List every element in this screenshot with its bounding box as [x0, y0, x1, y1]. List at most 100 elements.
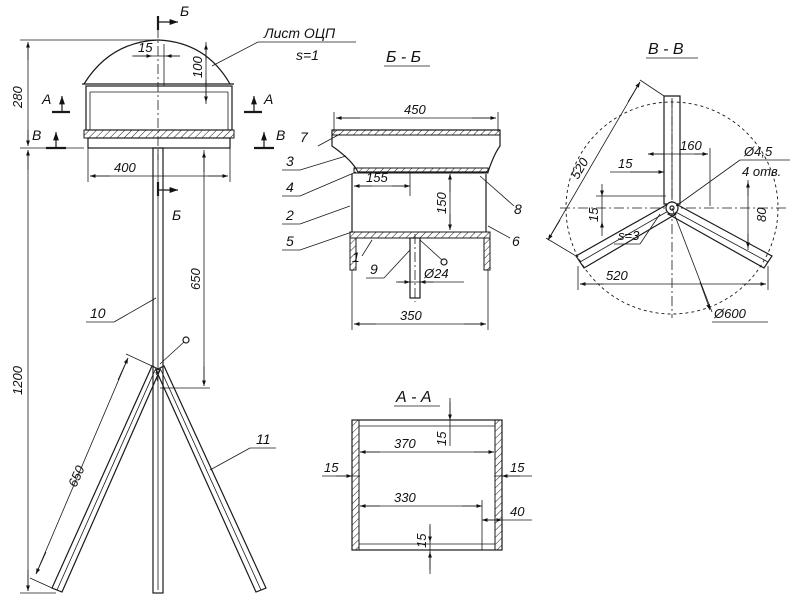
aa-left-wall [351, 419, 360, 551]
section-b-label-top: Б [180, 3, 189, 19]
dim-aa15b-text: 15 [414, 533, 429, 548]
part-4-label: 4 [286, 179, 294, 195]
material-label: Лист ОЦП [263, 25, 336, 41]
section-aa: А - А 370 15 15 15 330 40 [322, 389, 532, 574]
vv-thickness-leader [639, 213, 661, 245]
part-8-label: 8 [514, 201, 522, 217]
dim-520-top-ext-l [545, 237, 577, 257]
dim-d45-leader [675, 159, 741, 207]
dim-650-leg-line [35, 357, 129, 575]
dim-280-text: 280 [10, 86, 25, 109]
dim-160-text: 160 [680, 138, 702, 153]
bb-bolt-icon [440, 258, 448, 266]
part-10-label: 10 [90, 305, 106, 321]
section-b-label-bottom: Б [172, 207, 181, 223]
dim-100-text: 100 [190, 56, 205, 78]
dim-aa15t-text: 15 [434, 431, 449, 446]
dim-40-text: 40 [510, 504, 525, 519]
aa-right-wall [494, 419, 503, 551]
dim-520-top-arrow-l [547, 219, 561, 241]
part-8-leader [479, 175, 515, 207]
dim-aa15l-text: 15 [324, 460, 339, 475]
part-9-leader [383, 249, 411, 279]
dim-650-leg-text: 650 [65, 463, 88, 490]
pole [152, 147, 164, 594]
dim-d600-leader [671, 207, 713, 313]
dim-650-leg-arrow-b [35, 551, 47, 575]
section-a-label-right: А [263, 91, 273, 107]
dim-520-top-arrow-r [627, 81, 641, 103]
part-6-label: 6 [512, 233, 520, 249]
section-a-label-left: А [41, 91, 51, 107]
part-10-leader [113, 297, 157, 323]
section-bb: Б - Б 450 155 150 [282, 49, 522, 330]
section-v-label-left: В [32, 127, 41, 143]
dim-15-text: 15 [138, 40, 153, 55]
part-5-leader [299, 231, 353, 251]
bb-lower-left-side [349, 237, 357, 271]
dim-520-top-text: 520 [568, 155, 592, 182]
part-1-leader [361, 239, 373, 257]
dim-1200-text: 1200 [10, 365, 25, 395]
bb-bolt-line [419, 239, 443, 261]
tray-base [87, 137, 231, 149]
section-bb-title: Б - Б [386, 49, 421, 66]
dim-330-text: 330 [394, 490, 416, 505]
bolt-line [159, 341, 185, 365]
main-view: Б Б А А В В Лист ОЦП s=1 15 100 [10, 3, 356, 594]
bb-upper-tray [331, 129, 501, 173]
dim-650-leg-ext-top [125, 353, 153, 367]
part-2-leader [299, 205, 351, 225]
leg-right-inner [159, 367, 262, 591]
vv-thickness-text: s=3 [618, 228, 640, 243]
part-11-leader [209, 447, 251, 471]
dim-450-text: 450 [404, 102, 426, 117]
bb-upper-tray-bottom [353, 167, 489, 174]
dim-holes-text: 4 отв. [742, 164, 781, 179]
section-v-label-right: В [276, 127, 285, 143]
dim-650-text: 650 [188, 268, 203, 290]
dim-155-text: 155 [366, 170, 388, 185]
leg-left-dashed [155, 371, 159, 385]
part-5-label: 5 [286, 233, 294, 249]
dim-150-text: 150 [434, 192, 449, 214]
dim-370-text: 370 [394, 436, 416, 451]
bb-lower-floor [349, 231, 491, 239]
vv-arm-left-inner [579, 209, 671, 263]
dim-d600-arrow [699, 281, 711, 311]
part-2-label: 2 [285, 207, 294, 223]
dim-520-top-line [547, 81, 641, 241]
vv-arm-right-inner [671, 209, 769, 263]
part-7-label: 7 [300, 129, 309, 145]
section-aa-title: А - А [395, 389, 432, 406]
leg-left-inner [56, 367, 157, 591]
dim-aa15r-text: 15 [510, 460, 525, 475]
bolt-icon [182, 336, 190, 344]
dim-650-leg-arrow-t [117, 357, 129, 381]
roof-dome [83, 39, 231, 85]
part-9-label: 9 [370, 261, 378, 277]
bb-upper-tray-rim [331, 129, 501, 136]
dim-650-leg-ext-bottom [29, 577, 53, 589]
material-thickness: s=1 [296, 47, 319, 63]
dim-d600-text: Ø600 [713, 306, 747, 321]
dim-80-text: 80 [754, 207, 769, 222]
part-3-leader [299, 155, 347, 171]
part-1-label: 1 [352, 249, 360, 265]
tray [83, 129, 235, 139]
section-vv: В - В 520 160 15 [545, 41, 790, 323]
part-4-leader [299, 171, 357, 197]
dim-400-text: 400 [114, 160, 136, 175]
dim-d24-text: Ø24 [423, 266, 449, 281]
upper-box [85, 85, 233, 131]
part-11-label: 11 [256, 431, 271, 447]
dim-520-top-ext-r [639, 79, 665, 97]
dim-vv15a-text: 15 [618, 156, 633, 171]
dim-350-text: 350 [400, 308, 422, 323]
dim-d45-text: Ø4,5 [743, 144, 773, 159]
material-leader [211, 41, 259, 67]
leg-right [155, 365, 267, 593]
part-6-leader [487, 225, 511, 239]
